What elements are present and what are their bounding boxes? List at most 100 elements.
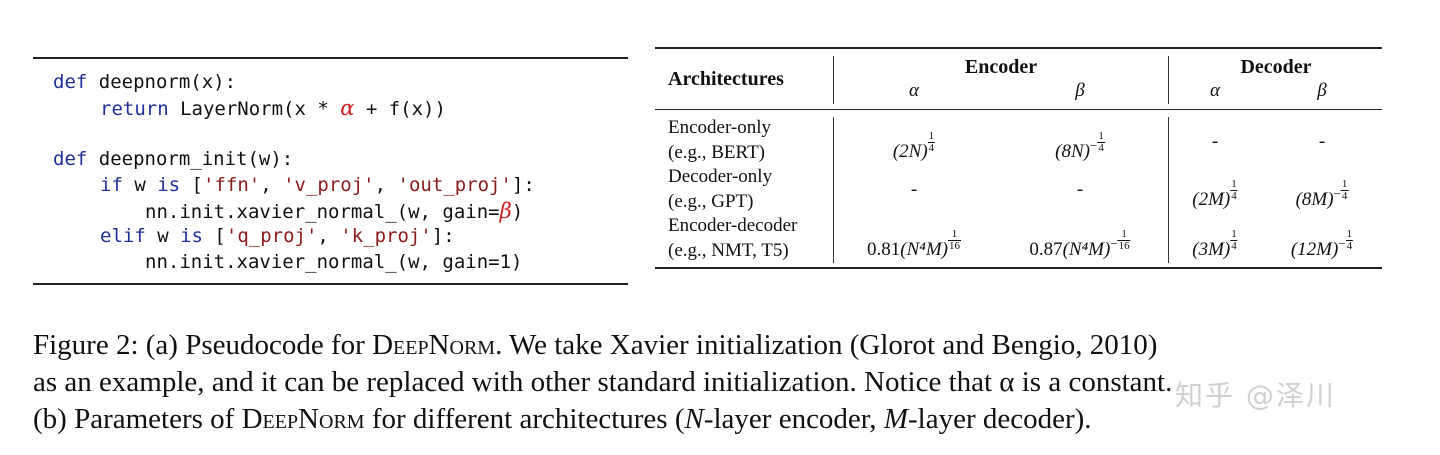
row-architecture-example: (e.g., GPT) [668, 191, 754, 212]
code-line-5: nn.init.xavier_normal_(w, gain=β) [145, 198, 523, 224]
code-text: deepnorm_init(w): [87, 148, 294, 170]
deepnorm-name: DeepNorm [241, 403, 365, 435]
caption-line-2: as an example, and it can be replaced wi… [33, 366, 1173, 398]
figure-caption: Figure 2: (a) Pseudocode for DeepNorm. W… [33, 327, 1413, 438]
expr-sign: − [1110, 235, 1118, 251]
header-encoder-beta: β [1075, 80, 1085, 101]
expr-base: (2M) [1192, 189, 1231, 211]
code-text: ]: [511, 174, 535, 196]
code-text: nn.init.xavier_normal_(w, gain=1) [145, 251, 523, 273]
parameters-table: Architectures Encoder Decoder α β α β En… [655, 47, 1382, 269]
expr-base: (N⁴M) [900, 239, 949, 261]
table-divider-header-left [833, 56, 834, 104]
code-text: ]: [431, 225, 455, 247]
code-line-6: elif w is ['q_proj', 'k_proj']: [100, 223, 455, 249]
code-text: LayerNorm(x * [168, 98, 341, 120]
code-string: 'q_proj' [225, 225, 318, 247]
code-text: ) [511, 201, 524, 223]
code-string: 'v_proj' [283, 174, 375, 196]
code-text: w [145, 225, 181, 247]
cell-encoder-alpha: - [910, 179, 918, 200]
expr-base: (N⁴M) [1062, 239, 1111, 261]
table-divider-body-left [833, 117, 834, 263]
expr-base: (8M) [1295, 189, 1334, 211]
code-line-4: if w is ['ffn', 'v_proj', 'out_proj']: [100, 172, 535, 198]
code-text: , [374, 174, 398, 196]
code-keyword: elif [100, 225, 146, 247]
expr-coef: 0.87 [1029, 239, 1063, 261]
code-string: 'ffn' [203, 174, 261, 196]
header-encoder: Encoder [964, 56, 1038, 78]
row-architecture-name: Encoder-only [668, 117, 772, 138]
code-line-7: nn.init.xavier_normal_(w, gain=1) [145, 249, 523, 275]
header-decoder-beta: β [1317, 80, 1327, 101]
caption-line-1: Figure 2: (a) Pseudocode for DeepNorm. W… [33, 329, 1158, 361]
expr-sign: − [1338, 235, 1346, 251]
code-text: deepnorm(x): [87, 71, 237, 93]
code-text: w [122, 174, 158, 196]
header-architectures: Architectures [668, 68, 784, 90]
code-keyword: def [53, 71, 88, 93]
row-architecture-name: Decoder-only [668, 166, 773, 187]
caption-line-3: (b) Parameters of DeepNorm for different… [33, 403, 1092, 435]
code-text: + f(x)) [354, 98, 446, 120]
row-architecture-example: (e.g., BERT) [668, 142, 766, 163]
code-text: nn.init.xavier_normal_(w, gain= [145, 201, 500, 223]
code-keyword: def [53, 148, 88, 170]
expr-coef: 0.81 [866, 239, 901, 261]
code-keyword: is [180, 225, 203, 247]
expr-sign: − [1333, 185, 1341, 201]
cell-encoder-beta: - [1076, 179, 1084, 200]
code-text: , [260, 174, 284, 196]
code-listing: def deepnorm(x): return LayerNorm(x * α … [33, 57, 628, 285]
expr-base: (12M) [1290, 239, 1339, 261]
header-encoder-alpha: α [909, 80, 919, 101]
zhihu-watermark: 知乎 @泽川 [1175, 379, 1336, 412]
expr-base: (8N) [1055, 141, 1090, 163]
table-divider-header-right [1168, 56, 1169, 104]
code-text: [ [180, 174, 203, 196]
table-top-rule [655, 47, 1382, 49]
code-line-3: def deepnorm_init(w): [53, 146, 293, 172]
cell-decoder-alpha: - [1211, 131, 1219, 152]
code-text: , [317, 225, 341, 247]
code-text: [ [202, 225, 226, 247]
code-line-2: return LayerNorm(x * α + f(x)) [100, 95, 446, 121]
cell-decoder-beta: - [1318, 131, 1326, 152]
table-divider-body-right [1168, 117, 1169, 263]
header-decoder: Decoder [1240, 56, 1312, 78]
table-header-rule [655, 109, 1382, 110]
row-architecture-name: Encoder-decoder [668, 215, 798, 236]
expr-base: (3M) [1192, 239, 1231, 261]
code-keyword: if [100, 174, 123, 196]
code-line-1: def deepnorm(x): [53, 69, 236, 95]
deepnorm-name: DeepNorm [372, 329, 496, 361]
table-bottom-rule [655, 267, 1382, 269]
code-string: 'out_proj' [397, 174, 512, 196]
code-keyword: is [157, 174, 181, 196]
header-decoder-alpha: α [1210, 80, 1220, 101]
code-keyword: return [100, 98, 169, 120]
code-string: 'k_proj' [340, 225, 432, 247]
row-architecture-example: (e.g., NMT, T5) [668, 240, 789, 261]
alpha-symbol: α [340, 96, 355, 120]
beta-symbol: β [499, 199, 512, 223]
expr-sign: − [1089, 137, 1098, 153]
expr-base: (2N) [892, 141, 928, 163]
